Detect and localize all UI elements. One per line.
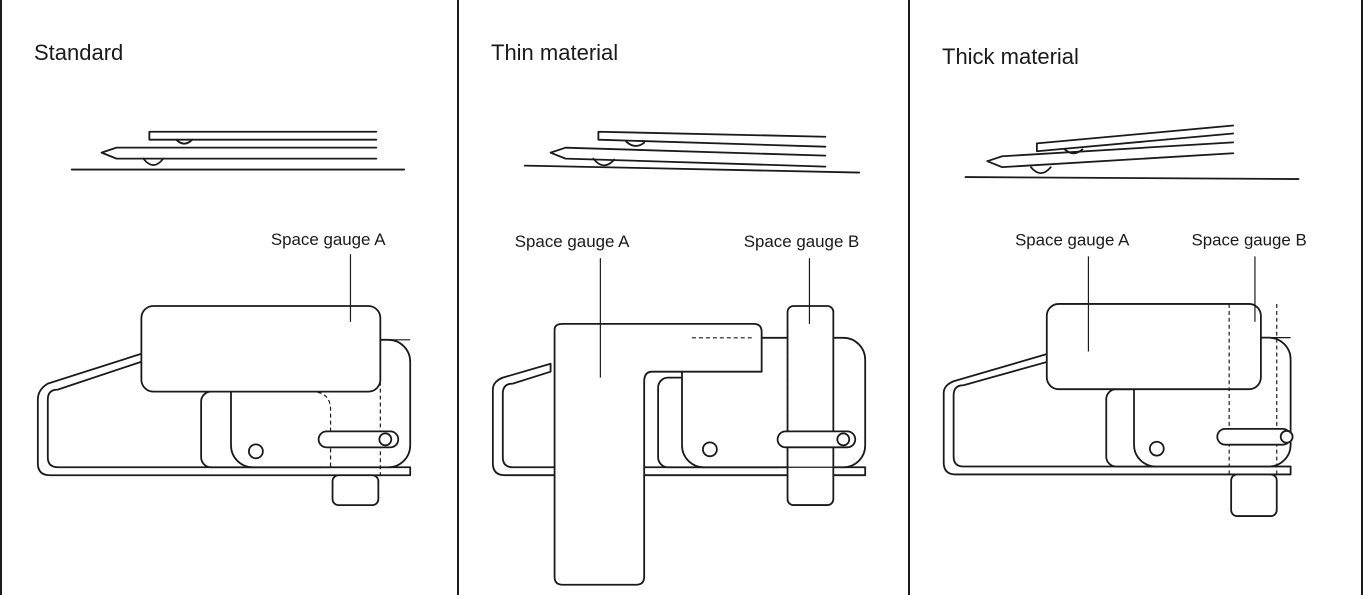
panel-title: Thin material (491, 40, 619, 65)
label-space-gauge-b: Space gauge B (744, 232, 860, 251)
plan-view (36, 305, 412, 506)
side-view (523, 130, 861, 174)
label-space-gauge-a: Space gauge A (271, 230, 386, 249)
label-space-gauge-a: Space gauge A (1015, 230, 1130, 249)
panel-thin-material: Thin material (457, 0, 908, 595)
thin-material-illustration: Space gauge A Space gauge B (491, 130, 867, 586)
panel-title: Thick material (942, 44, 1079, 69)
panel-title: Standard (34, 40, 124, 65)
side-view (70, 130, 406, 171)
panel-standard: Standard (0, 0, 457, 595)
label-space-gauge-a: Space gauge A (515, 232, 630, 251)
panel-thick-material: Thick material (908, 0, 1363, 595)
standard-illustration: Space gauge A (36, 130, 412, 506)
thick-material-illustration: Space gauge A Space gauge B (942, 124, 1307, 517)
label-space-gauge-b: Space gauge B (1192, 230, 1307, 249)
plan-view (942, 303, 1294, 517)
plan-view (491, 305, 867, 586)
side-view (964, 124, 1300, 180)
